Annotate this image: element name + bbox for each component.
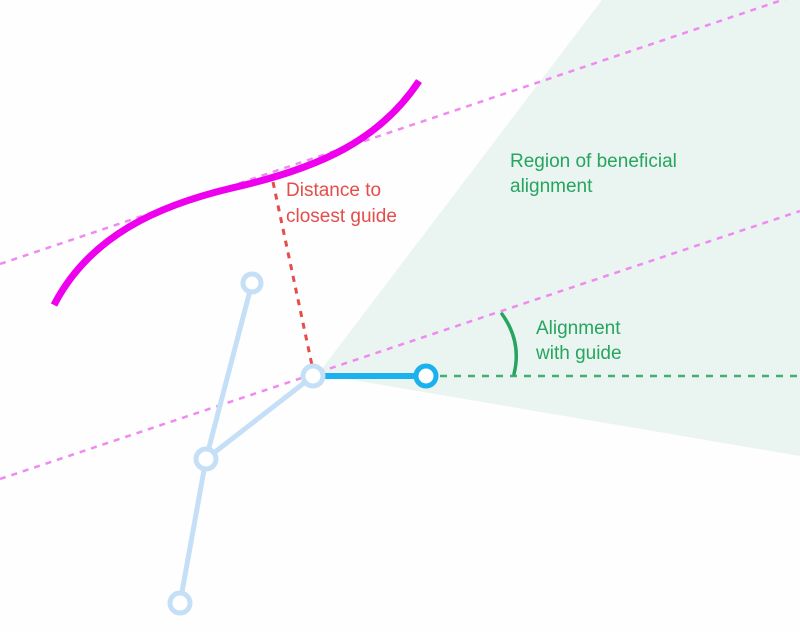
alignment-label-line1: Alignment [536,318,621,339]
joint-endpoint [413,363,439,389]
guide-line-lower [0,209,800,481]
region-label-line1: Region of beneficial [510,151,677,172]
joint-pivot [300,363,326,389]
distance-label-line2: closest guide [286,206,397,227]
region-label-line2: alignment [510,176,593,197]
bone-upper [203,280,255,462]
bone-connector [203,373,316,462]
guide-curve [50,79,422,307]
alignment-label-line2: with guide [535,343,622,364]
inactive-skeleton [177,280,316,606]
joint-bottom [167,590,193,616]
joint-middle [193,446,219,472]
alignment-angle-arc [500,312,518,376]
guide-line-upper [0,0,787,266]
distance-line [271,181,315,371]
bone-lower [177,456,209,606]
distance-label-line1: Distance to [286,180,381,201]
joint-top [240,271,264,295]
beneficial-alignment-region [318,0,800,456]
